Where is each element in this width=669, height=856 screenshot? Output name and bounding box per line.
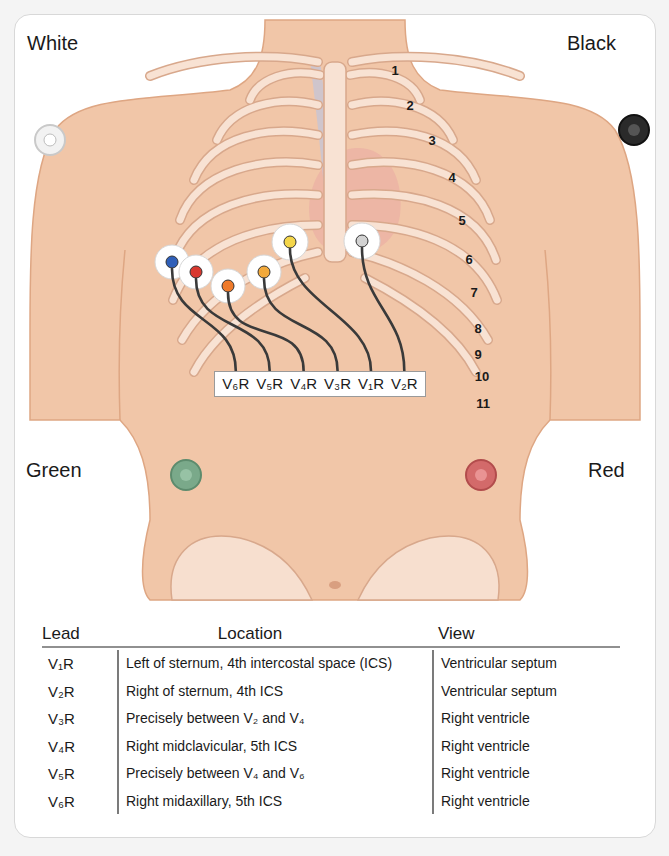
clavicle [352, 57, 520, 76]
limb-electrode [475, 469, 487, 481]
table-cell: Right midclavicular, 5th ICS [126, 738, 297, 754]
limb-electrode [44, 134, 56, 146]
rib-number: 11 [476, 397, 490, 412]
rib-number: 9 [474, 348, 481, 363]
clavicle [150, 57, 318, 76]
table-cell: Precisely between V₂ and V₄ [126, 710, 304, 726]
lead-name: V₁R [358, 375, 384, 393]
lead-name: V₂R [391, 375, 418, 393]
pelvis [171, 536, 312, 600]
lead-name: V₃R [324, 375, 351, 393]
table-header: View [438, 624, 475, 644]
rib-number: 6 [465, 253, 472, 268]
table-cell: V₂R [48, 683, 75, 700]
table-header: Location [218, 624, 282, 644]
lead-wire [362, 248, 404, 371]
table-cell: Right ventricle [441, 738, 530, 754]
limb-lead-color: Black [567, 32, 616, 55]
torso-skin [30, 20, 640, 600]
limb-lead-color: White [27, 32, 78, 55]
sternum [324, 62, 346, 262]
clavicle [352, 57, 520, 76]
arm-edge [545, 250, 551, 420]
table-cell: Right ventricle [441, 710, 530, 726]
table-cell: V₄R [48, 738, 75, 755]
table-cell: Right of sternum, 4th ICS [126, 683, 283, 699]
lead-wire [264, 279, 338, 371]
lead-name: V₆R [222, 375, 249, 393]
table-rules [42, 647, 620, 814]
limb-electrode [619, 115, 649, 145]
rib-number: 10 [475, 370, 489, 385]
table-header: Lead [42, 624, 80, 644]
limb-lead-color: Green [26, 459, 82, 482]
pelvis [358, 536, 499, 600]
limb-electrode [628, 124, 640, 136]
rib-number: 3 [428, 134, 435, 149]
navel [329, 581, 341, 589]
lead-label-box: V₆R V₅R V₄R V₃R V₁R V₂R [214, 371, 425, 397]
table-cell: Ventricular septum [441, 683, 557, 699]
table-cell: V₃R [48, 710, 75, 727]
rib-number: 4 [448, 171, 455, 186]
lead-name: V₄R [290, 375, 317, 393]
limb-electrode [466, 460, 496, 490]
table-cell: Right ventricle [441, 765, 530, 781]
rib-number: 1 [391, 64, 398, 79]
table-cell: V₆R [48, 793, 75, 810]
table-cell: Right ventricle [441, 793, 530, 809]
lead-wire [172, 269, 236, 371]
clavicle [150, 57, 318, 76]
limb-lead-color: Red [588, 459, 625, 482]
limb-electrode [171, 460, 201, 490]
rib-number: 7 [470, 286, 477, 301]
chest-electrode-pads [155, 223, 380, 303]
table-cell: V₅R [48, 765, 75, 782]
rib-number: 8 [474, 322, 481, 337]
limb-electrode [180, 469, 192, 481]
limb-electrode [35, 125, 65, 155]
rib-number: 5 [458, 214, 465, 229]
table-cell: Right midaxillary, 5th ICS [126, 793, 282, 809]
table-cell: Ventricular septum [441, 655, 557, 671]
arm-edge [119, 250, 125, 420]
rib-number: 2 [406, 99, 413, 114]
lead-name: V₅R [256, 375, 283, 393]
table-cell: V₁R [48, 655, 74, 672]
lead-wire [290, 249, 371, 371]
table-cell: Left of sternum, 4th intercostal space (… [126, 655, 392, 671]
lead-wire [196, 279, 270, 371]
lead-wire [228, 293, 304, 371]
table-cell: Precisely between V₄ and V₆ [126, 765, 305, 781]
